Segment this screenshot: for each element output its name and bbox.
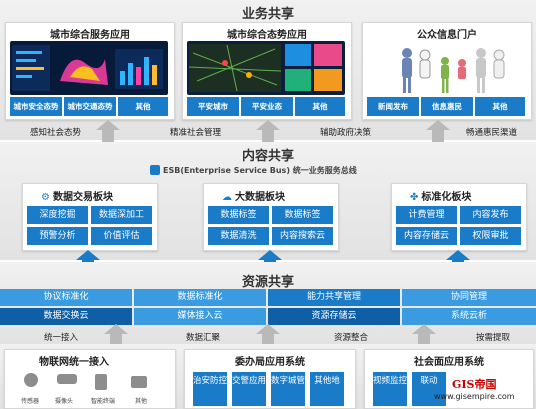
data-tag-button[interactable]: 数据标签 [208, 206, 269, 224]
panel-title-label: 标准化板块 [421, 192, 472, 203]
linkage-button[interactable]: 联动 [412, 372, 446, 406]
camera-icon [57, 374, 77, 384]
data-standard: 数据标准化 [134, 289, 266, 306]
label-unified-access: 统一接入 [44, 333, 79, 343]
label-resource-integrate: 资源整合 [334, 333, 369, 343]
other-button[interactable]: 其他地 [310, 372, 344, 406]
permission-approval-button[interactable]: 权限审批 [460, 227, 521, 245]
warning-analysis-button[interactable]: 预警分析 [27, 227, 88, 245]
content-storage-button[interactable]: 内容存储云 [396, 227, 457, 245]
esb-bus: ESB(Enterprise Service Bus) 统一业务服务总线 [150, 165, 386, 179]
label-precise-management: 精准社会管理 [170, 128, 222, 138]
watermark-brand: GIS帝国 [452, 378, 497, 391]
city-traffic-button[interactable]: 城市交通态势 [64, 97, 116, 116]
resource-up-arrows [104, 324, 436, 346]
iot-devices [24, 373, 147, 390]
data-exchange-cloud: 数据交换云 [0, 308, 132, 325]
other-button[interactable]: 其他 [475, 97, 525, 116]
value-assess-button[interactable]: 价值评估 [91, 227, 152, 245]
deep-processing-button[interactable]: 数据深加工 [91, 206, 152, 224]
puzzle-icon: ✤ [410, 192, 419, 203]
panel-big-data: ☁大数据板块 数据标签 数据标签 数据清洗 内容搜索云 [203, 183, 339, 251]
resource-storage-cloud: 资源存储云 [268, 308, 400, 325]
capability-share: 能力共享管理 [268, 289, 400, 306]
label-on-demand: 按需提取 [476, 333, 511, 343]
other-device-icon [131, 376, 147, 388]
panel-title: ⚙数据交易板块 [41, 188, 113, 203]
city-situation-dashboard-image [187, 41, 345, 95]
other-button[interactable]: 其他 [118, 97, 168, 116]
label-benefit-channel: 畅通惠民渠道 [466, 128, 518, 138]
video-monitor-button[interactable]: 视频监控 [373, 372, 407, 406]
panel-title: 城市综合服务应用 [50, 30, 130, 41]
panel-title: ☁大数据板块 [222, 188, 285, 203]
esb-label: ESB(Enterprise Service Bus) 统一业务服务总线 [163, 166, 357, 175]
sensor-icon [24, 373, 38, 387]
business-title: 业务共享 [241, 7, 294, 22]
up-arrow-icon [96, 120, 120, 142]
business-up-arrows [96, 120, 450, 142]
data-clean-button[interactable]: 数据清洗 [208, 227, 269, 245]
cloud-icon: ☁ [222, 192, 232, 203]
family-image [367, 41, 525, 95]
up-arrow-icon [256, 324, 280, 346]
digital-city-button[interactable]: 数字城管 [271, 372, 305, 406]
sensor-label: 传感器 [21, 398, 40, 405]
city-security-button[interactable]: 城市安全态势 [10, 97, 62, 116]
terminal-label: 智能终端 [91, 398, 116, 405]
collaboration-manage: 协同管理 [402, 289, 536, 306]
panel-title: ✤标准化板块 [410, 188, 471, 203]
terminal-icon [95, 374, 107, 390]
traffic-police-button[interactable]: 交警应用 [232, 372, 266, 406]
protocol-standard: 协议标准化 [0, 289, 132, 306]
label-data-gather: 数据汇聚 [186, 333, 221, 343]
security-control-button[interactable]: 治安防控 [193, 372, 227, 406]
panel-data-trade: ⚙数据交易板块 深度挖掘 数据深加工 预警分析 价值评估 [22, 183, 158, 251]
safe-city-button[interactable]: 平安城市 [187, 97, 239, 116]
panel-title: 公众信息门户 [417, 30, 477, 41]
panel-city-service: 城市综合服务应用 城市安全态势 城市交通态势 其他 [5, 22, 175, 120]
up-arrow-icon [412, 324, 436, 346]
label-assist-decision: 辅助政府决策 [320, 128, 372, 138]
panel-public-portal: 公众信息门户 新闻发布 信息惠民 其他 [362, 22, 532, 120]
info-benefit-button[interactable]: 信息惠民 [421, 97, 473, 116]
people-icon: ⚙ [41, 192, 50, 203]
panel-title: 社会面应用系统 [414, 357, 484, 368]
content-publish-button[interactable]: 内容发布 [460, 206, 521, 224]
panel-title: 城市综合态势应用 [227, 30, 307, 41]
panel-title: 委办局应用系统 [235, 357, 305, 368]
camera-label: 摄像头 [55, 398, 74, 405]
panel-standard: ✤标准化板块 计费管理 内容发布 内容存储云 权限审批 [391, 183, 527, 251]
deep-mining-button[interactable]: 深度挖掘 [27, 206, 88, 224]
system-cloud-analysis: 系统云析 [402, 308, 536, 325]
data-tag-button[interactable]: 数据标签 [272, 206, 333, 224]
panel-title-label: 大数据板块 [235, 192, 285, 203]
resource-title: 资源共享 [241, 275, 294, 290]
up-arrow-icon [426, 120, 450, 142]
media-access-cloud: 媒体接入云 [134, 308, 266, 325]
news-release-button[interactable]: 新闻发布 [367, 97, 419, 116]
up-arrow-icon [104, 324, 128, 346]
billing-button[interactable]: 计费管理 [396, 206, 457, 224]
panel-gov-apps: 委办局应用系统 治安防控 交警应用 数字城管 其他地 [184, 349, 356, 409]
up-arrow-icon [256, 120, 280, 142]
panel-social-apps: 社会面应用系统 视频监控 联动 [364, 349, 534, 409]
panel-city-situation: 城市综合态势应用 平安城市 平安业态 其他 [182, 22, 352, 120]
city-service-dashboard-image [10, 41, 168, 95]
label-perceive: 感知社会态势 [30, 128, 82, 138]
bus-icon [150, 165, 160, 175]
content-search-button[interactable]: 内容搜索云 [272, 227, 333, 245]
panel-iot: 物联网统一接入 传感器 摄像头 智能终端 其他 [4, 349, 176, 409]
panel-title-label: 数据交易板块 [52, 192, 113, 203]
safe-business-button[interactable]: 平安业态 [241, 97, 293, 116]
content-title: 内容共享 [241, 149, 294, 164]
other-label: 其他 [135, 398, 148, 405]
panel-title: 物联网统一接入 [39, 357, 109, 368]
other-button[interactable]: 其他 [295, 97, 345, 116]
watermark-url: www.gisempire.com [434, 392, 515, 401]
